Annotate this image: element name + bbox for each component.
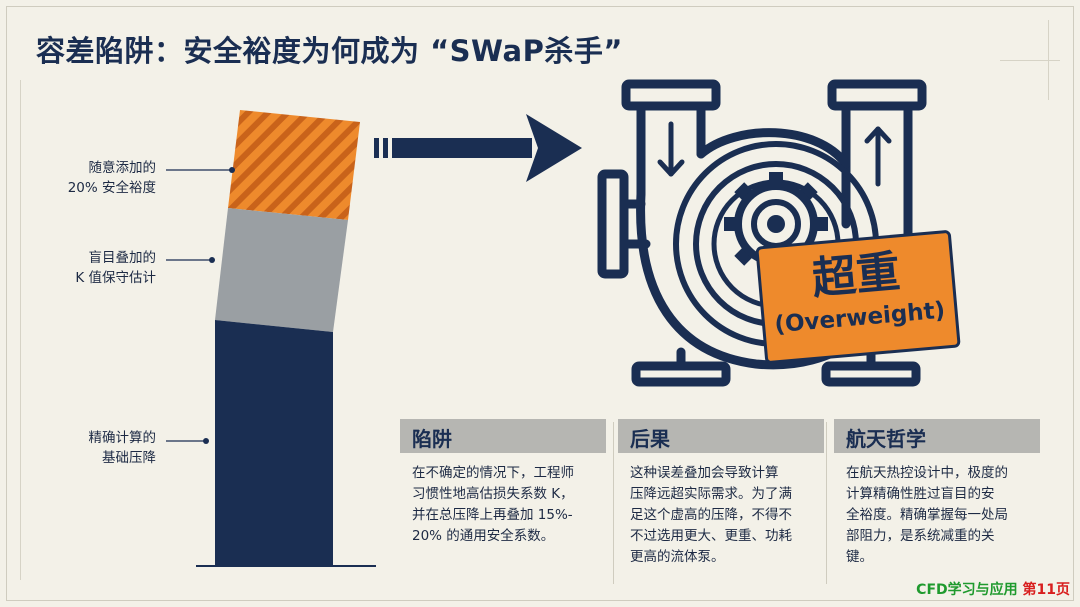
leader-dot [203, 438, 209, 444]
card-body: 这种误差叠加会导致计算 压降远超实际需求。为了满 足这个虚高的压降，不得不 不过… [630, 465, 792, 565]
arrow-right-icon [374, 114, 582, 182]
label-safety-margin: 随意添加的 20% 安全裕度 [68, 158, 156, 198]
label-line: 20% 安全裕度 [67, 180, 156, 196]
card-body: 在不确定的情况下，工程师 习惯性地高估损失系数 K， 并在总压降上再叠加 15%… [412, 465, 574, 544]
card-trap: 陷阱 在不确定的情况下，工程师 习惯性地高估损失系数 K， 并在总压降上再叠加 … [400, 419, 606, 547]
card-philosophy: 航天哲学 在航天热控设计中，极度的 计算精确性胜过盲目的安 全裕度。精确掌握每一… [834, 419, 1040, 568]
card-title: 航天哲学 [834, 419, 1040, 453]
card-title: 后果 [618, 419, 824, 453]
card-title: 陷阱 [400, 419, 606, 453]
leader-dot [209, 257, 215, 263]
label-line: 基础压降 [102, 450, 156, 466]
footer-brand: CFD学习与应用 [916, 582, 1018, 598]
footer-page-number: 第11页 [1022, 582, 1070, 598]
label-line: K 值保守估计 [75, 270, 156, 286]
card-divider [613, 422, 614, 584]
label-line: 盲目叠加的 [88, 250, 157, 266]
card-body: 在航天热控设计中，极度的 计算精确性胜过盲目的安 全裕度。精确掌握每一处局 部阻… [846, 465, 1008, 565]
grid-line [20, 80, 21, 580]
label-k-estimate: 盲目叠加的 K 值保守估计 [75, 248, 156, 288]
page-title: 容差陷阱：安全裕度为何成为 “SWaP杀手” [36, 34, 623, 68]
margin-stack-diagram [166, 110, 376, 567]
segment-k-estimate [215, 208, 348, 332]
segment-safety-margin [228, 110, 360, 220]
leader-dot [229, 167, 235, 173]
card-divider [826, 422, 827, 584]
label-base-pressure: 精确计算的 基础压降 [89, 428, 157, 468]
page-frame [6, 6, 1074, 601]
card-consequence: 后果 这种误差叠加会导致计算 压降远超实际需求。为了满 足这个虚高的压降，不得不… [618, 419, 824, 568]
footer: CFD学习与应用 第11页 [916, 579, 1070, 599]
overweight-badge: 超重 (Overweight) [755, 229, 961, 365]
segment-base-pressure [215, 320, 333, 566]
label-line: 精确计算的 [88, 430, 157, 446]
label-line: 随意添加的 [88, 160, 157, 176]
grid-line [1000, 60, 1060, 61]
